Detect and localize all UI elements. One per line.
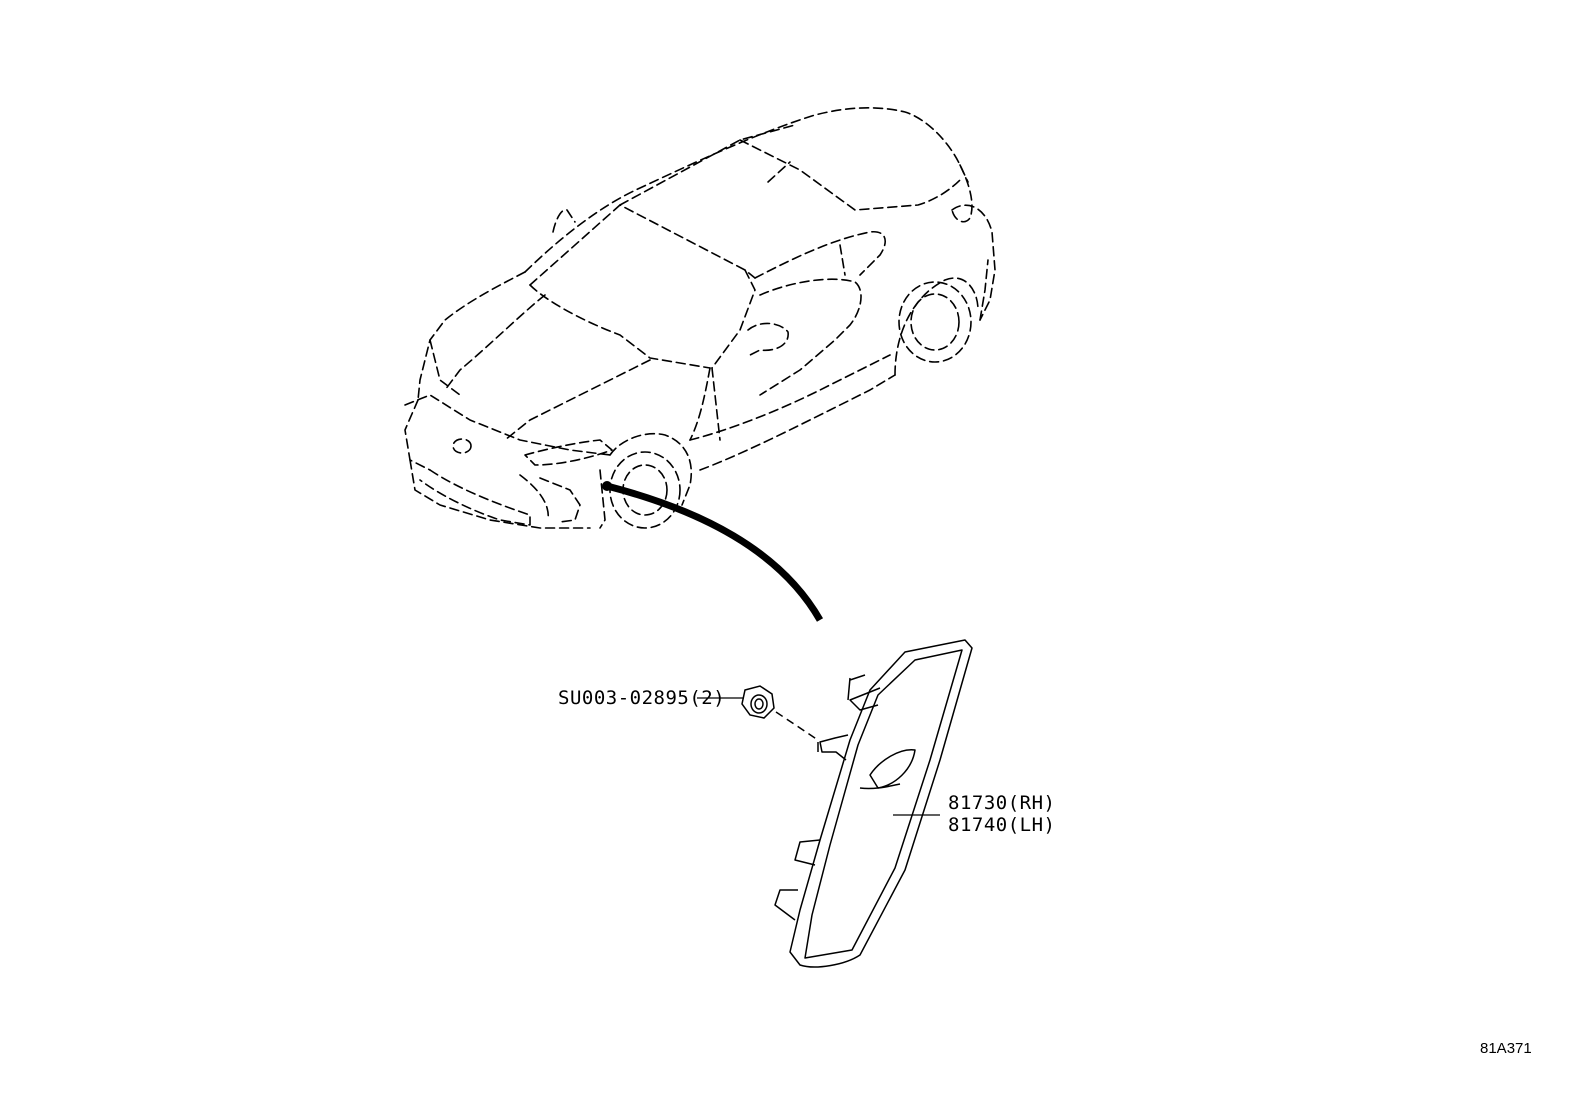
nut-icon — [741, 685, 775, 719]
illustration-reference: 81A371 — [1480, 1040, 1532, 1057]
leader-line — [602, 481, 824, 622]
lamp-rh-part-number: 81730(RH) — [948, 792, 1056, 814]
lamp-lh-part-number: 81740(LH) — [948, 814, 1056, 836]
fastener-part-number: SU003-02895(2) — [558, 687, 726, 709]
car-outline-icon — [404, 107, 996, 529]
side-marker-lamp-icon — [774, 639, 973, 968]
installation-line — [775, 711, 819, 741]
